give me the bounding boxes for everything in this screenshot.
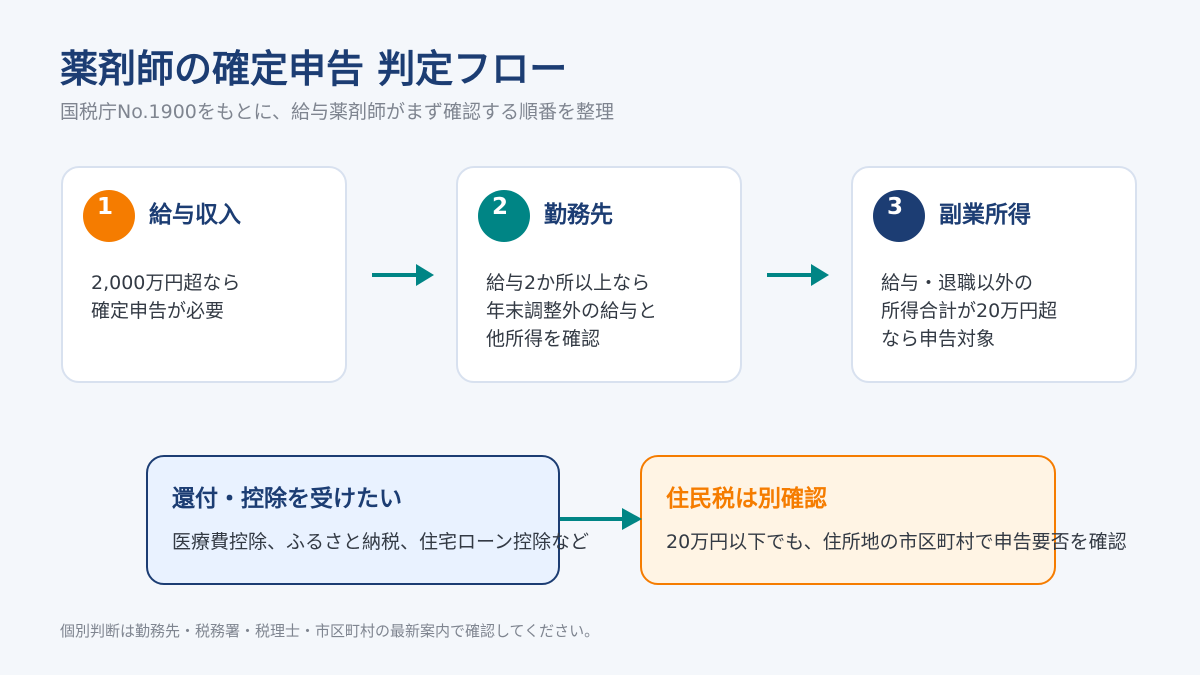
step-description-line: なら申告対象 (881, 328, 996, 350)
step-description-line: 年末調整外の給与と (486, 300, 658, 322)
resident-box-body: 20万円以下でも、住所地の市区町村で申告要否を確認 (666, 531, 1127, 553)
step-description-line: 他所得を確認 (486, 328, 601, 350)
resident-box-title: 住民税は別確認 (666, 486, 827, 512)
refund-box-title: 還付・控除を受けたい (172, 486, 402, 512)
page-title: 薬剤師の確定申告 判定フロー (60, 47, 568, 91)
refund-deduction-box: 還付・控除を受けたい 医療費控除、ふるさと納税、住宅ローン控除など (146, 455, 589, 585)
step-number-badge: 3 (873, 190, 925, 242)
step-title: 給与収入 (149, 202, 241, 228)
right-arrow-icon (767, 264, 829, 286)
step-description: 給与2か所以上なら 年末調整外の給与と 他所得を確認 (486, 269, 657, 353)
step-description-line: 2,000万円超なら (91, 272, 241, 294)
footnote: 個別判断は勤務先・税務署・税理士・市区町村の最新案内で確認してください。 (60, 622, 600, 640)
step-number-badge: 2 (478, 190, 530, 242)
page-subtitle: 国税庁No.1900をもとに、給与薬剤師がまず確認する順番を整理 (60, 101, 614, 123)
right-arrow-icon (560, 508, 642, 530)
step-card-salary-income: 1 給与収入 2,000万円超なら 確定申告が必要 (61, 166, 347, 383)
refund-box-body: 医療費控除、ふるさと納税、住宅ローン控除など (172, 531, 590, 553)
step-number-badge: 1 (83, 190, 135, 242)
step-description-line: 確定申告が必要 (91, 300, 225, 322)
step-description-line: 給与2か所以上なら (486, 272, 651, 294)
step-description: 給与・退職以外の 所得合計が20万円超 なら申告対象 (881, 269, 1057, 353)
step-card-side-income: 3 副業所得 給与・退職以外の 所得合計が20万円超 なら申告対象 (851, 166, 1137, 383)
step-description-line: 給与・退職以外の (881, 272, 1034, 294)
step-description-line: 所得合計が20万円超 (881, 300, 1058, 322)
step-title: 勤務先 (544, 202, 613, 228)
step-card-workplace: 2 勤務先 給与2か所以上なら 年末調整外の給与と 他所得を確認 (456, 166, 742, 383)
step-description: 2,000万円超なら 確定申告が必要 (91, 269, 240, 325)
resident-tax-box: 住民税は別確認 20万円以下でも、住所地の市区町村で申告要否を確認 (640, 455, 1127, 585)
step-title: 副業所得 (939, 202, 1031, 228)
right-arrow-icon (372, 264, 434, 286)
